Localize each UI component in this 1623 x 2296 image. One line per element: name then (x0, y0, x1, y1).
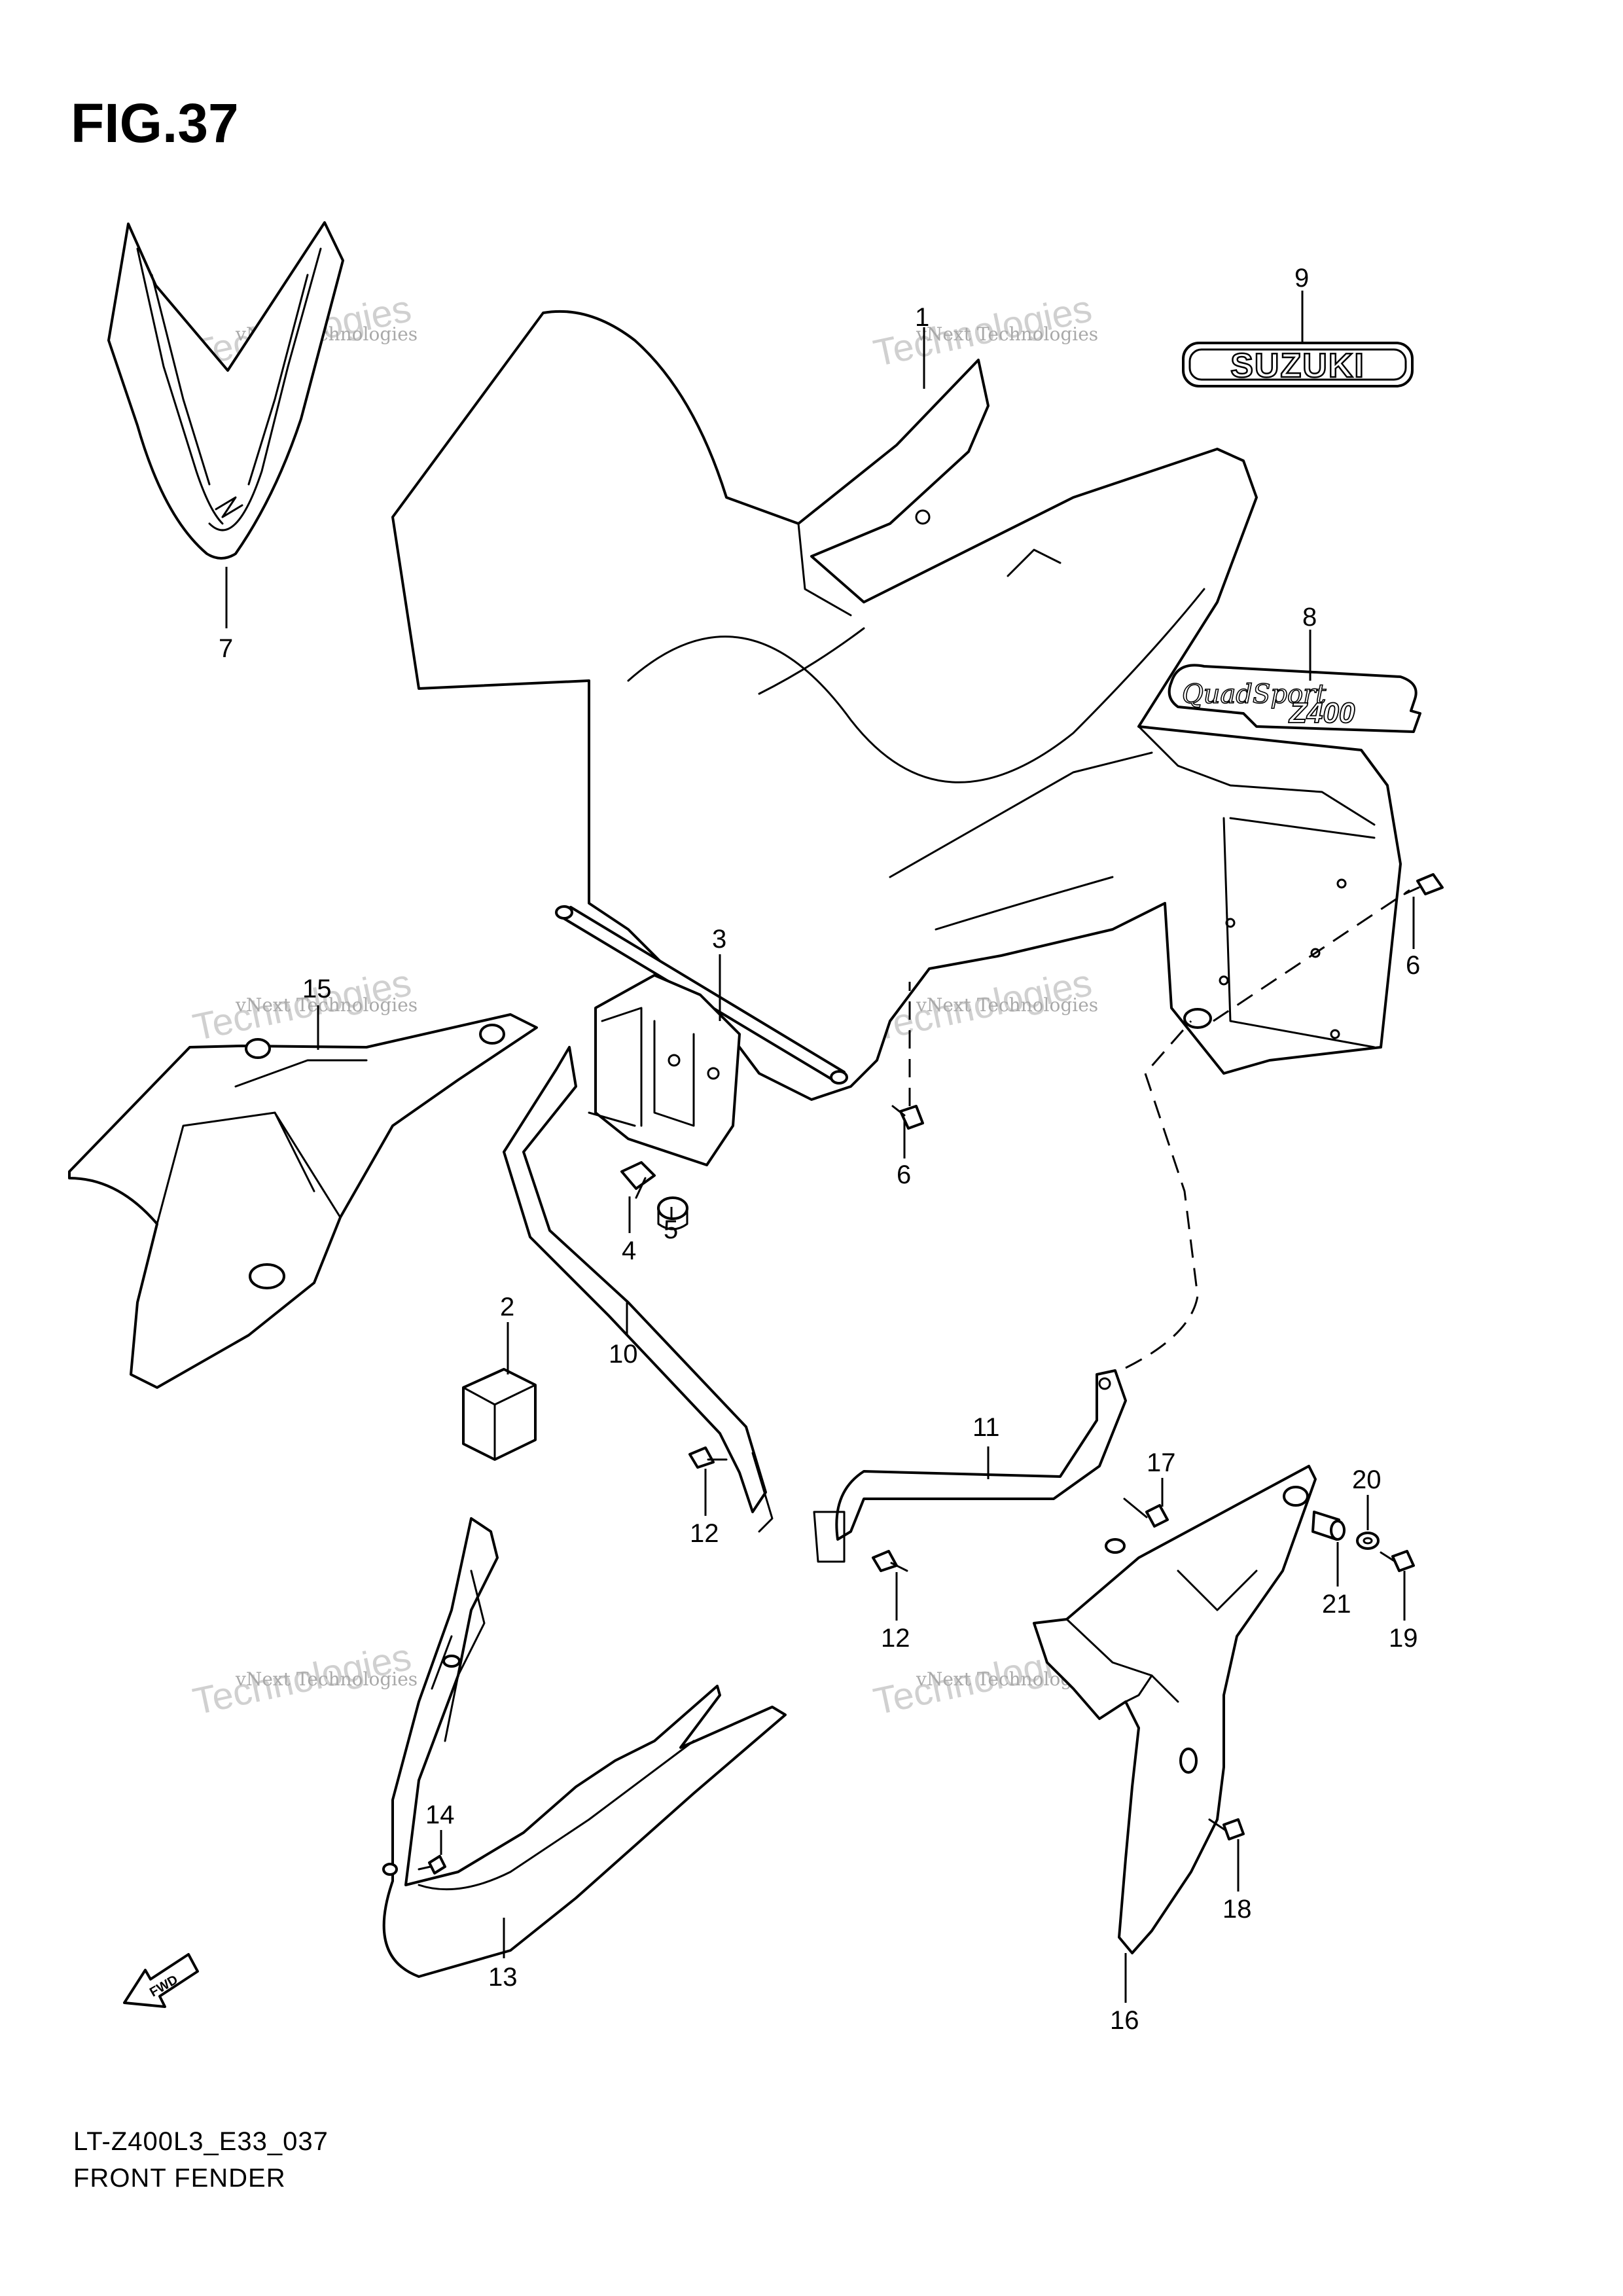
part-8-quadsport-decal: QuadSport Z400 (1168, 664, 1421, 733)
part-15-left-side-panel (68, 1013, 538, 1389)
callout-18: 18 (1222, 1895, 1252, 1924)
callout-3: 3 (712, 925, 726, 954)
part-6-bolt-upper (1403, 873, 1444, 895)
callout-15: 15 (302, 975, 332, 1003)
part-4-bolt (620, 1161, 656, 1199)
model-code: LT-Z400L3_E33_037 (73, 2127, 329, 2156)
part-11-brace (813, 1369, 1127, 1563)
callout-11: 11 (972, 1413, 1000, 1442)
watermark-small: vNext Technologies (916, 994, 1098, 1016)
section-name: FRONT FENDER (73, 2164, 286, 2193)
part-2-block (462, 1368, 537, 1461)
z400-text: Z400 (1288, 697, 1355, 729)
callout-4: 4 (622, 1236, 636, 1265)
suzuki-emblem-text: SUZUKI (1230, 347, 1365, 385)
part-18-screw (1208, 1818, 1245, 1840)
quadsport-script: QuadSport (1182, 679, 1327, 709)
assembly-lines (908, 889, 1410, 1369)
fwd-arrow: FWD (123, 1953, 199, 2008)
callout-1: 1 (915, 303, 929, 332)
part-16-right-side-panel (1033, 1465, 1317, 1954)
callouts: 1 2 3 4 5 6 6 7 8 9 10 11 12 12 13 14 15… (219, 264, 1420, 2035)
callout-16: 16 (1110, 2006, 1139, 2035)
part-19-screw (1380, 1550, 1415, 1572)
callout-17: 17 (1147, 1448, 1176, 1477)
part-3-mounting-rod (555, 905, 848, 1085)
callout-13: 13 (488, 1963, 518, 1992)
watermark-small: vNext Technologies (916, 323, 1098, 345)
part-bracket (588, 974, 741, 1166)
callout-7: 7 (219, 634, 233, 663)
part-7-front-visor (107, 221, 344, 560)
callout-6-upper: 6 (1406, 951, 1420, 980)
part-5-collar (657, 1196, 688, 1230)
part-10-brace (503, 1046, 774, 1533)
part-17-clip (1123, 1498, 1169, 1528)
part-20-washer (1356, 1532, 1380, 1550)
part-12-bolt-left (688, 1446, 728, 1469)
watermark-small: vNext Technologies (235, 994, 418, 1016)
callout-19: 19 (1389, 1624, 1418, 1653)
part-12-bolt-right (872, 1550, 908, 1572)
callout-8: 8 (1302, 603, 1317, 632)
callout-12-left: 12 (690, 1519, 719, 1548)
callout-9: 9 (1294, 264, 1309, 293)
callout-20: 20 (1352, 1465, 1382, 1494)
callout-6-lower: 6 (897, 1160, 911, 1189)
part-9-suzuki-emblem: SUZUKI (1182, 342, 1414, 387)
part-21-collar (1311, 1511, 1346, 1541)
watermark-small: vNext Technologies (235, 1668, 418, 1690)
callout-2: 2 (500, 1293, 514, 1321)
callout-5: 5 (664, 1215, 678, 1244)
leader-lines (225, 291, 1415, 2003)
part-6-bolt-lower (891, 1105, 924, 1130)
part-14-clip (418, 1855, 446, 1874)
callout-21: 21 (1322, 1590, 1351, 1619)
part-13-lower-guard (382, 1517, 787, 1978)
figure-title: FIG.37 (71, 92, 239, 154)
part-1-front-fender (391, 310, 1402, 1101)
callout-12-right: 12 (881, 1624, 910, 1653)
callout-14: 14 (425, 1801, 455, 1829)
callout-10: 10 (609, 1340, 638, 1369)
